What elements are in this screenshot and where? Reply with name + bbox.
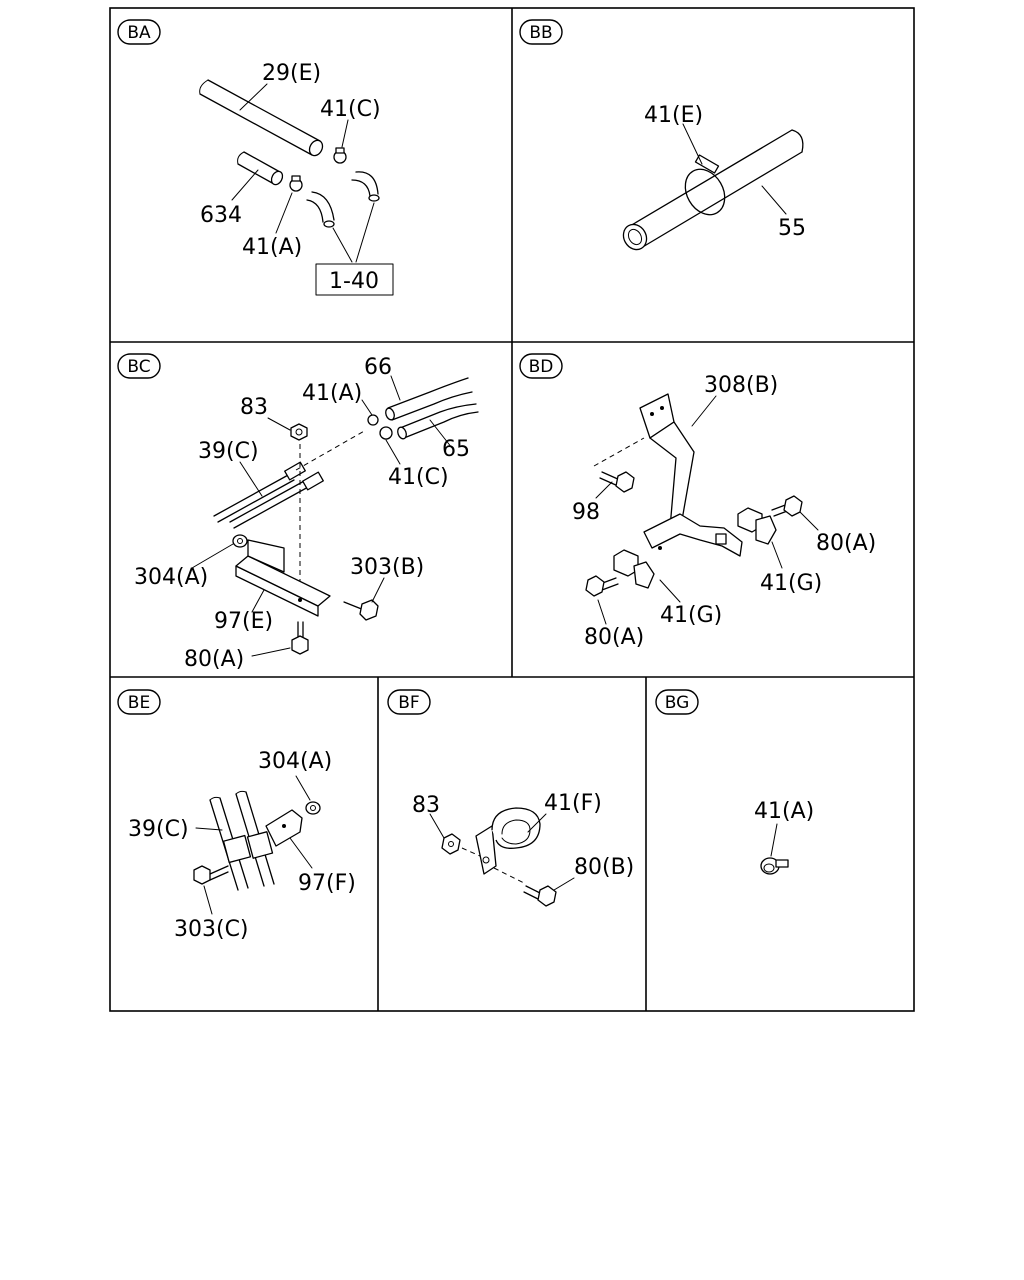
- label-41a: 41(A): [242, 235, 302, 260]
- clamp-41f: [475, 807, 541, 875]
- hose-66-65: [385, 377, 479, 440]
- clamp-41a: [367, 414, 379, 426]
- label-55: 55: [778, 216, 806, 241]
- label-80a-left: 80(A): [584, 625, 644, 650]
- label-98: 98: [572, 500, 600, 525]
- pipe-55: [622, 129, 804, 251]
- panel-be: BE 304(A: [117, 689, 356, 942]
- washer-304a: [232, 534, 248, 548]
- panel-bd: BD: [519, 353, 876, 650]
- label-41g-right: 41(G): [760, 571, 822, 596]
- bolt-303c: [193, 865, 229, 885]
- label-39c: 39(C): [128, 817, 189, 842]
- clamp-41c: [333, 147, 347, 164]
- label-41c: 41(C): [320, 97, 381, 122]
- section-badge-bb: BB: [519, 19, 563, 45]
- panel-ba: BA: [117, 19, 394, 296]
- clamp-41e: [684, 154, 726, 216]
- bolt-303b: [343, 599, 379, 621]
- cable-39c: [209, 790, 275, 891]
- section-badge-ba: BA: [117, 19, 161, 45]
- label-303c: 303(C): [174, 917, 249, 942]
- bolt-80a: [291, 621, 309, 655]
- bolt-80a-left: [585, 575, 619, 597]
- label-80a-right: 80(A): [816, 531, 876, 556]
- label-ref-1-40: 1-40: [329, 269, 379, 294]
- clip-41g-right: [737, 507, 777, 545]
- diagram-grid: [109, 7, 915, 1012]
- clamp-41c: [379, 426, 393, 440]
- section-badge-bc: BC: [117, 353, 161, 379]
- label-80b: 80(B): [574, 855, 634, 880]
- label-97e: 97(E): [214, 609, 273, 634]
- bent-hose-1-40: [306, 171, 380, 228]
- clamp-41a: [760, 857, 789, 875]
- label-41a: 41(A): [754, 799, 814, 824]
- label-80a: 80(A): [184, 647, 244, 672]
- label-41f: 41(F): [544, 791, 602, 816]
- bracket-97e: [235, 539, 331, 617]
- hose-29e: [199, 79, 324, 157]
- section-badge-bf: BF: [387, 689, 431, 715]
- label-97f: 97(F): [298, 871, 356, 896]
- label-303b: 303(B): [350, 555, 424, 580]
- bracket-97f: [265, 809, 303, 847]
- label-83: 83: [240, 395, 268, 420]
- svg-text:BC: BC: [127, 357, 150, 377]
- cable-39c: [213, 461, 324, 529]
- panel-bb: BB 41(E) 55: [519, 19, 806, 251]
- washer-304a: [305, 801, 321, 815]
- label-634: 634: [200, 203, 242, 228]
- label-41g-left: 41(G): [660, 603, 722, 628]
- label-41a: 41(A): [302, 381, 362, 406]
- svg-text:BB: BB: [529, 23, 552, 43]
- label-304a: 304(A): [258, 749, 332, 774]
- label-39c: 39(C): [198, 439, 259, 464]
- svg-text:BD: BD: [529, 357, 554, 377]
- panel-bg: BG 41(A): [655, 689, 814, 875]
- nut-83: [290, 423, 308, 441]
- label-304a: 304(A): [134, 565, 208, 590]
- svg-text:BF: BF: [398, 693, 419, 713]
- clip-41g-left: [613, 549, 655, 589]
- panel-bc: BC: [117, 353, 479, 672]
- label-41c: 41(C): [388, 465, 449, 490]
- section-badge-bd: BD: [519, 353, 563, 379]
- svg-text:BA: BA: [127, 23, 151, 43]
- label-29e: 29(E): [262, 61, 321, 86]
- svg-text:BE: BE: [128, 693, 150, 713]
- bolt-98: [599, 471, 635, 493]
- hose-634: [237, 151, 284, 186]
- nut-83: [441, 833, 461, 855]
- bolt-80a-right: [771, 495, 803, 517]
- label-83: 83: [412, 793, 440, 818]
- label-41e: 41(E): [644, 103, 703, 128]
- label-65: 65: [442, 437, 470, 462]
- bolt-80b: [523, 885, 557, 907]
- label-308b: 308(B): [704, 373, 778, 398]
- panel-bf: BF 83 41(F) 80(B): [387, 689, 634, 907]
- label-66: 66: [364, 355, 392, 380]
- clamp-41a: [289, 175, 303, 192]
- bracket-308b: [639, 393, 743, 557]
- section-badge-bg: BG: [655, 689, 699, 715]
- section-badge-be: BE: [117, 689, 161, 715]
- svg-text:BG: BG: [665, 693, 690, 713]
